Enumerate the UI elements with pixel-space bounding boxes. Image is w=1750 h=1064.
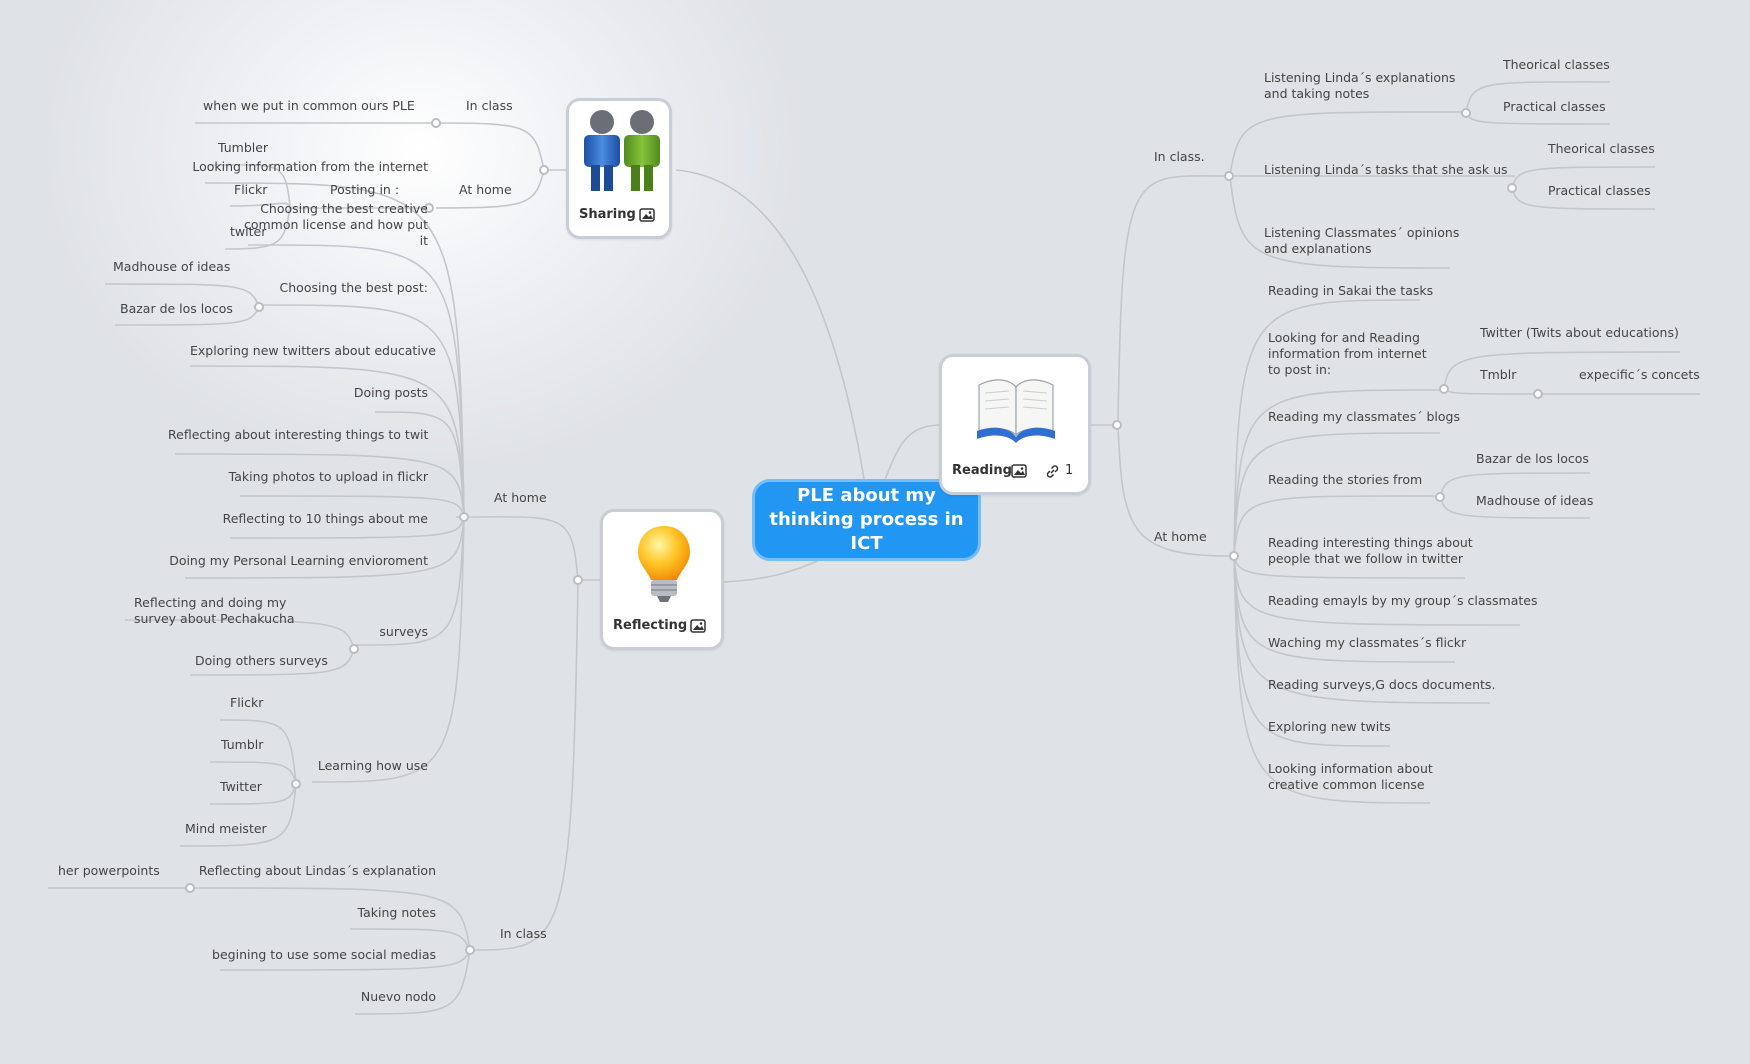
- connector-knob[interactable]: [1112, 420, 1122, 430]
- connector-knob[interactable]: [424, 203, 434, 213]
- reflecting-things-to-twit[interactable]: Reflecting about interesting things to t…: [168, 427, 429, 442]
- reading-looking-for[interactable]: Looking for and Reading information from…: [1268, 330, 1427, 377]
- reflecting-looking-info[interactable]: Looking information from the internet: [192, 159, 428, 174]
- reading-stories-child-1[interactable]: Bazar de los locos: [1476, 451, 1589, 466]
- reflecting-learning[interactable]: Learning how use: [317, 758, 428, 773]
- connector-knob[interactable]: [459, 512, 469, 522]
- reflecting-doing-posts[interactable]: Doing posts: [353, 385, 428, 400]
- learning-child-tumblr[interactable]: Tumblr: [221, 737, 264, 752]
- image-icon[interactable]: [690, 619, 706, 633]
- reflecting-ple[interactable]: Doing my Personal Learning envioroment: [169, 553, 428, 568]
- connector-knob[interactable]: [465, 945, 475, 955]
- book-icon: [977, 379, 1055, 443]
- linda-explanations-child-2[interactable]: Practical classes: [1503, 99, 1606, 114]
- reading-creative-common[interactable]: Looking information about creative commo…: [1268, 761, 1433, 792]
- connector-knob[interactable]: [185, 883, 195, 893]
- reflecting-lindas-explanation[interactable]: Reflecting about Lindas´s explanation: [198, 863, 436, 878]
- linda-tasks-child-2[interactable]: Practical classes: [1548, 183, 1651, 198]
- classmates-opinions[interactable]: Listening Classmates´ opinions and expla…: [1264, 225, 1460, 256]
- reflecting-in-class[interactable]: In class: [500, 926, 547, 941]
- reading-tmblr[interactable]: Tmblr: [1480, 367, 1517, 382]
- reading-sakai[interactable]: Reading in Sakai the tasks: [1268, 283, 1434, 298]
- sharing-topic-card[interactable]: Sharing: [566, 98, 672, 239]
- learning-child-flickr[interactable]: Flickr: [230, 695, 264, 710]
- reflecting-taking-notes[interactable]: Taking notes: [357, 905, 436, 920]
- connector-knob[interactable]: [1439, 384, 1449, 394]
- sharing-in-class-child[interactable]: when we put in common ours PLE: [203, 98, 415, 113]
- reflecting-topic-title: Reflecting: [613, 618, 688, 633]
- posting-item-tumbler[interactable]: Tumbler: [218, 140, 269, 155]
- central-topic[interactable]: PLE about my thinking process in ICT: [752, 479, 981, 561]
- reading-in-class[interactable]: In class.: [1154, 149, 1205, 164]
- linda-tasks[interactable]: Listening Linda´s tasks that she ask us: [1264, 162, 1508, 177]
- reflecting-best-post[interactable]: Choosing the best post:: [279, 280, 428, 295]
- posting-item-flickr[interactable]: Flickr: [234, 182, 268, 197]
- surveys-child-2[interactable]: Doing others surveys: [195, 653, 328, 668]
- reflecting-new-twitters[interactable]: Exploring new twitters about educative: [190, 343, 436, 358]
- central-topic-label: PLE about my thinking process in ICT: [769, 485, 964, 554]
- connector-knob[interactable]: [291, 779, 301, 789]
- link-icon[interactable]: [1045, 464, 1060, 479]
- connector-knob[interactable]: [1461, 108, 1471, 118]
- connector-knob[interactable]: [1224, 171, 1234, 181]
- reading-flickr[interactable]: Waching my classmates´s flickr: [1268, 635, 1467, 650]
- connector-knob[interactable]: [573, 575, 583, 585]
- sharing-topic-title: Sharing: [579, 207, 636, 222]
- reading-topic-card[interactable]: Reading 1: [939, 354, 1091, 495]
- learning-child-twitter[interactable]: Twitter: [220, 779, 262, 794]
- reflecting-at-home[interactable]: At home: [494, 490, 547, 505]
- connector-knob[interactable]: [349, 644, 359, 654]
- connector-knob[interactable]: [1435, 492, 1445, 502]
- reflecting-creative-license[interactable]: Choosing the best creative common licens…: [243, 201, 428, 248]
- best-post-child-1[interactable]: Madhouse of ideas: [113, 259, 231, 274]
- linda-explanations-child-1[interactable]: Theorical classes: [1503, 57, 1610, 72]
- posting-item-twiter[interactable]: twiter: [230, 224, 267, 239]
- connector-knob[interactable]: [539, 165, 549, 175]
- reading-at-home[interactable]: At home: [1154, 529, 1207, 544]
- people-icon: [584, 110, 660, 191]
- surveys-child-1[interactable]: Reflecting and doing my survey about Pec…: [134, 595, 295, 626]
- reading-topic-title: Reading: [952, 463, 1012, 478]
- sharing-at-home[interactable]: At home: [459, 182, 512, 197]
- reading-surveys[interactable]: Reading surveys,G docs documents.: [1268, 677, 1496, 692]
- image-icon[interactable]: [1011, 464, 1027, 478]
- lightbulb-icon: [638, 526, 690, 602]
- connector-knob[interactable]: [254, 302, 264, 312]
- connector-knob[interactable]: [1507, 183, 1517, 193]
- linda-tasks-child-1[interactable]: Theorical classes: [1548, 141, 1655, 156]
- reading-classmates-blogs[interactable]: Reading my classmates´ blogs: [1268, 409, 1460, 424]
- learning-child-mind-meister[interactable]: Mind meister: [185, 821, 267, 836]
- lindas-explanation-child[interactable]: her powerpoints: [58, 863, 160, 878]
- reflecting-topic-card[interactable]: Reflecting: [600, 509, 724, 650]
- image-icon[interactable]: [639, 208, 655, 222]
- reading-stories-child-2[interactable]: Madhouse of ideas: [1476, 493, 1594, 508]
- reflecting-nuevo-nodo[interactable]: Nuevo nodo: [360, 989, 436, 1004]
- sharing-posting[interactable]: Posting in :: [330, 182, 400, 197]
- best-post-child-2[interactable]: Bazar de los locos: [120, 301, 233, 316]
- reading-emayls[interactable]: Reading emayls by my group´s classmates: [1268, 593, 1538, 608]
- reflecting-surveys[interactable]: surveys: [379, 624, 428, 639]
- reading-new-twits[interactable]: Exploring new twits: [1268, 719, 1391, 734]
- reading-twitter-people[interactable]: Reading interesting things about people …: [1268, 535, 1473, 566]
- connector-knob[interactable]: [1533, 389, 1543, 399]
- reading-stories[interactable]: Reading the stories from: [1268, 472, 1423, 487]
- connector-knob[interactable]: [1229, 551, 1239, 561]
- linda-explanations[interactable]: Listening Linda´s explanations and takin…: [1264, 70, 1456, 101]
- reflecting-photos[interactable]: Taking photos to upload in flickr: [228, 469, 428, 484]
- reflecting-ten-things[interactable]: Reflecting to 10 things about me: [222, 511, 428, 526]
- reflecting-social-medias[interactable]: begining to use some social medias: [212, 947, 436, 962]
- reading-tmblr-child[interactable]: expecific´s concets: [1579, 367, 1700, 382]
- sharing-in-class[interactable]: In class: [466, 98, 513, 113]
- reading-twitter[interactable]: Twitter (Twits about educations): [1480, 325, 1679, 340]
- connector-knob[interactable]: [431, 118, 441, 128]
- reading-link-count: 1: [1065, 463, 1074, 478]
